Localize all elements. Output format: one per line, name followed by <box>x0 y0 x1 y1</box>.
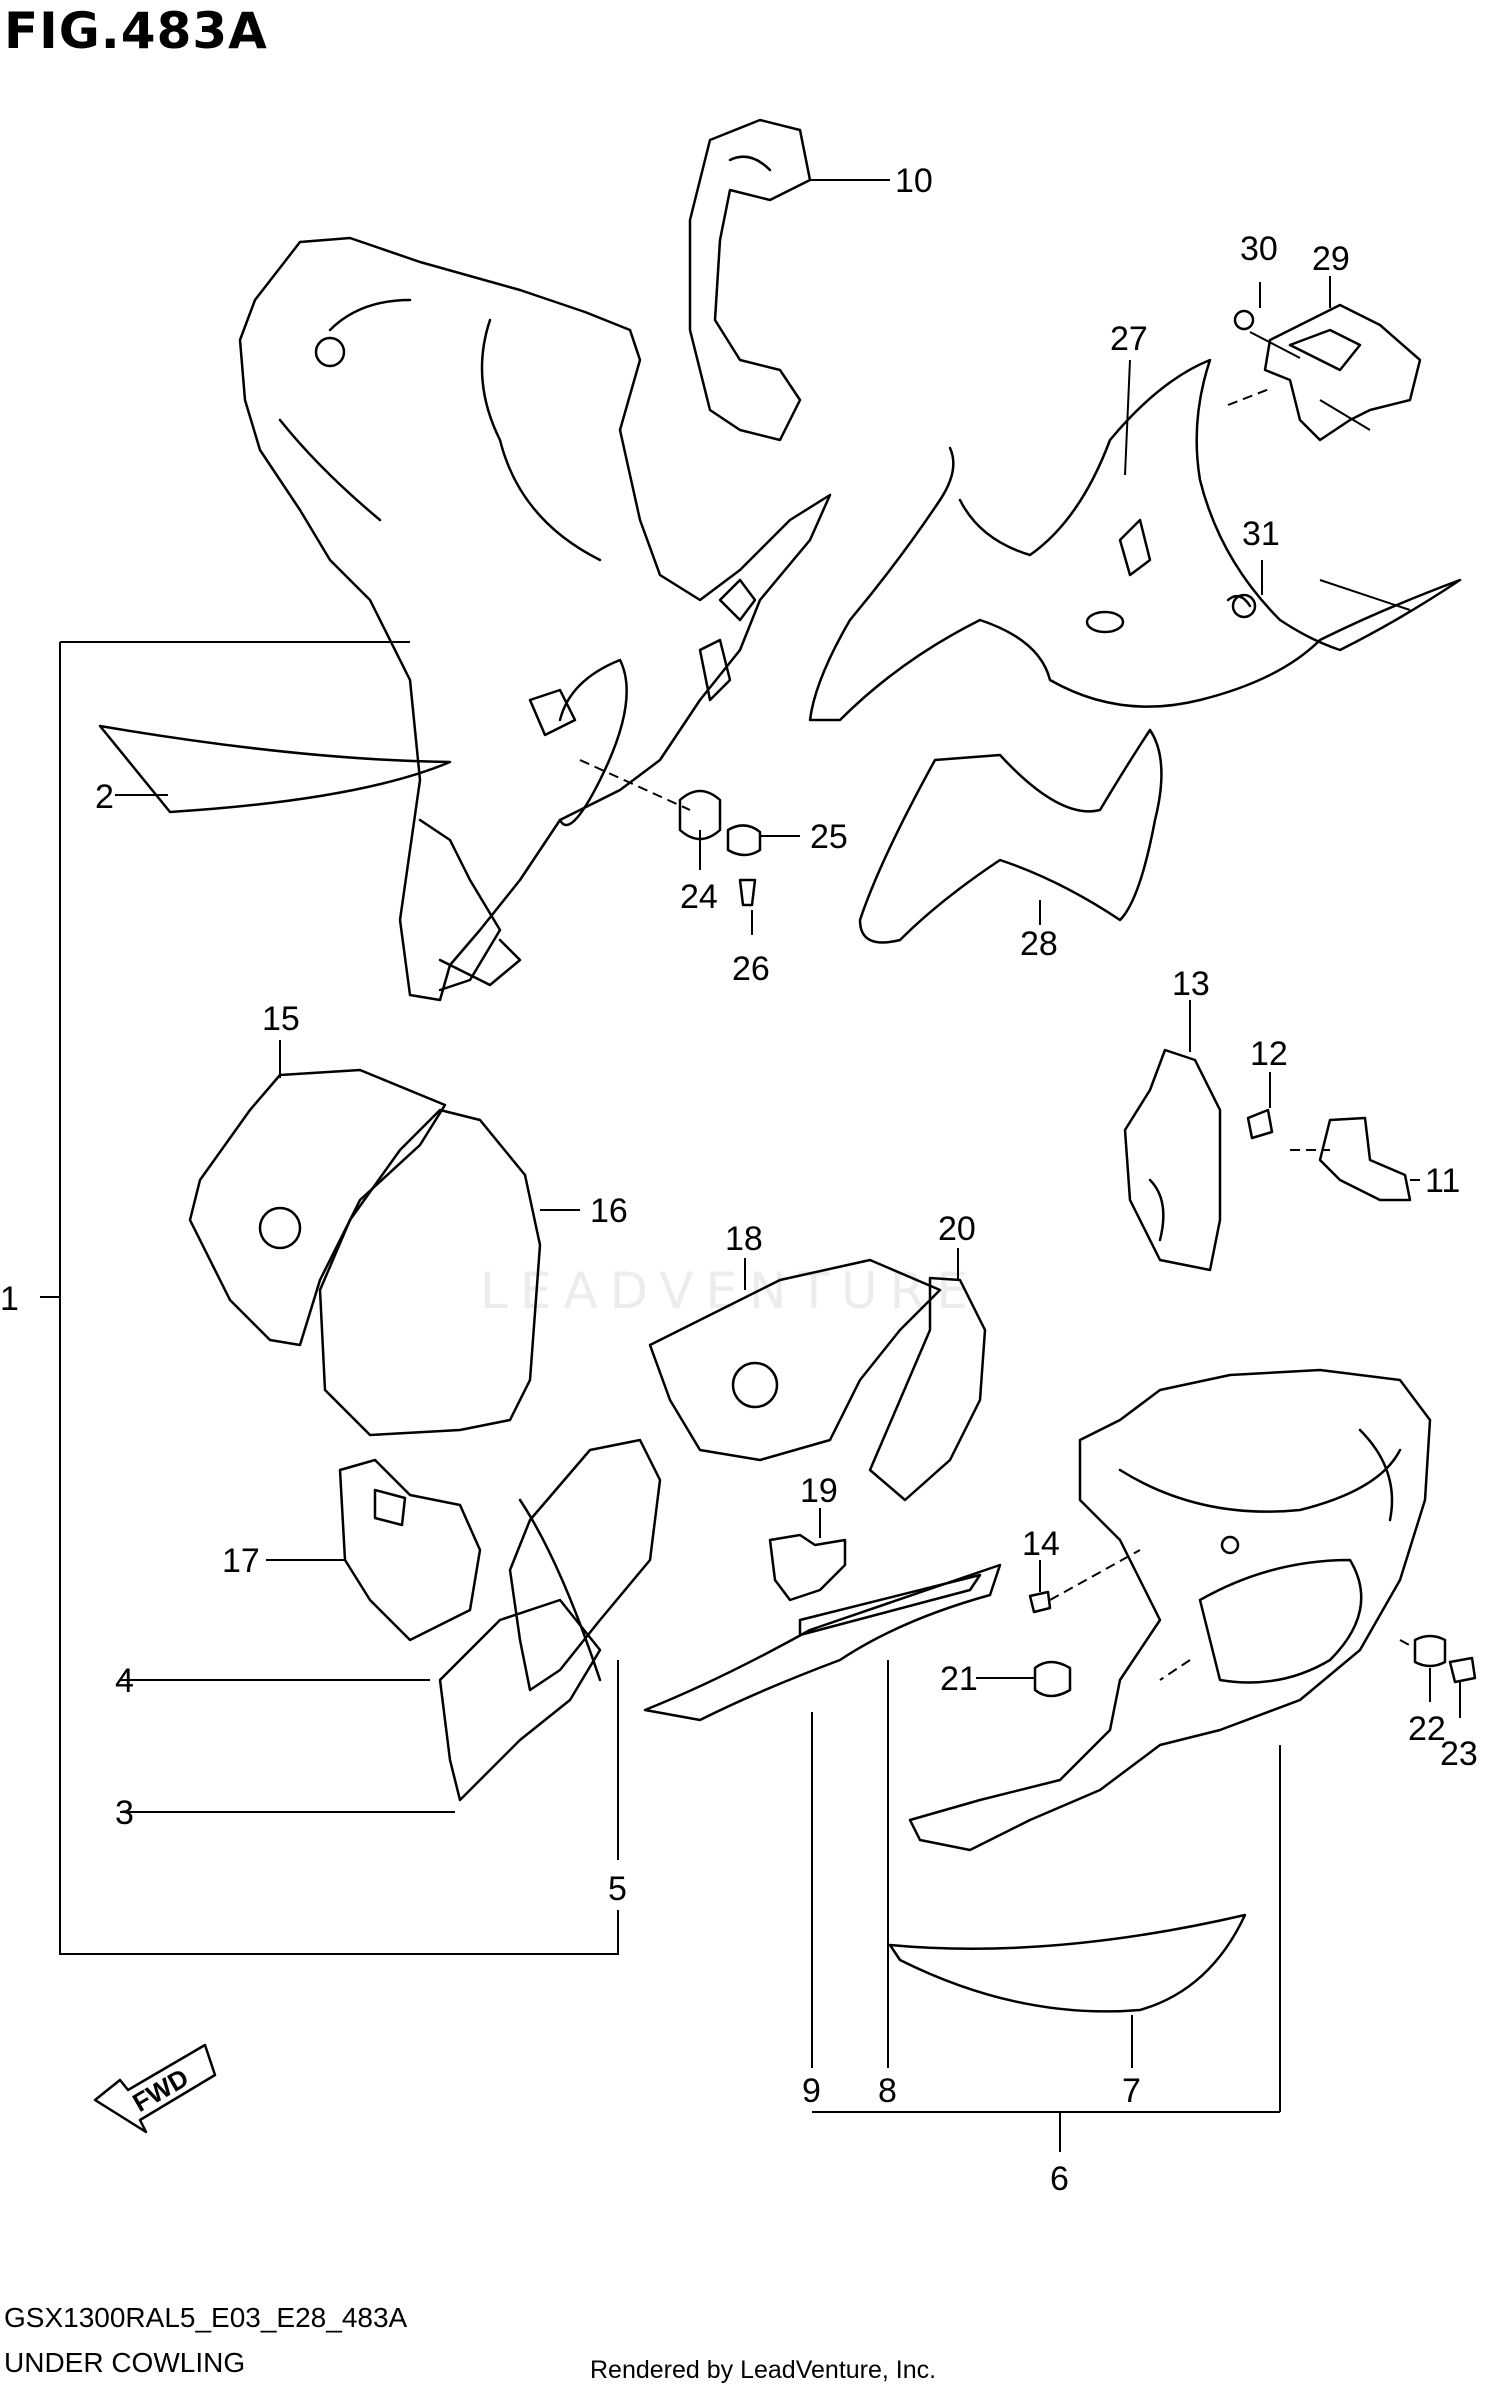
callout-26: 26 <box>732 950 770 988</box>
part-16-shield <box>318 1108 542 1437</box>
part-17-bracket <box>338 1458 482 1642</box>
figure-title: FIG.483A <box>4 2 268 60</box>
part-23-screw <box>1448 1656 1477 1684</box>
part-8-sheet <box>798 1573 982 1637</box>
callout-7: 7 <box>1122 2072 1141 2110</box>
callout-11: 11 <box>1425 1162 1460 1200</box>
callout-8: 8 <box>878 2072 897 2110</box>
callout-21: 21 <box>940 1660 978 1698</box>
part-28-sheet <box>858 728 1163 944</box>
part-15-cover <box>188 1068 447 1347</box>
callout-29: 29 <box>1312 240 1350 278</box>
callout-9: 9 <box>802 2072 821 2110</box>
part-2-trim <box>98 724 452 814</box>
part-11-bracket <box>1318 1116 1412 1202</box>
callout-3: 3 <box>115 1794 134 1832</box>
callout-19: 19 <box>800 1472 838 1510</box>
part-29-bracket <box>1263 303 1422 442</box>
callout-16: 16 <box>590 1192 628 1230</box>
callout-1: 1 <box>0 1280 19 1318</box>
callout-15: 15 <box>262 1000 300 1038</box>
callout-18: 18 <box>725 1220 763 1258</box>
callout-2: 2 <box>95 778 114 816</box>
section-name: UNDER COWLING <box>4 2347 246 2378</box>
part-10-bracket <box>688 118 812 442</box>
part-13-bracket <box>1123 1048 1222 1272</box>
callout-13: 13 <box>1172 965 1210 1003</box>
callout-27: 27 <box>1110 320 1148 358</box>
part-27-panel <box>808 358 1462 722</box>
callout-10: 10 <box>895 162 933 200</box>
callout-25: 25 <box>810 818 848 856</box>
callout-5: 5 <box>608 1870 627 1908</box>
model-code: GSX1300RAL5_E03_E28_483A <box>4 2302 408 2333</box>
part-6-lower-cowling <box>908 1368 1432 1852</box>
part-25-washer <box>726 824 762 857</box>
part-24-grommet <box>678 789 722 841</box>
render-credit: Rendered by LeadVenture, Inc. <box>590 2356 937 2384</box>
part-4-sheet <box>508 1438 662 1692</box>
part-9-sheet <box>643 1563 1002 1722</box>
part-inner-cowling <box>238 236 832 1002</box>
callout-4: 4 <box>115 1662 134 1700</box>
part-14-screw <box>1028 1590 1052 1614</box>
callout-12: 12 <box>1250 1035 1288 1073</box>
part-20-strip <box>868 1276 987 1502</box>
part-19-clip <box>768 1533 847 1602</box>
part-21-grommet <box>1033 1660 1072 1698</box>
part-22-grommet <box>1413 1634 1447 1668</box>
callout-22: 22 <box>1408 1710 1446 1748</box>
callout-6: 6 <box>1050 2160 1069 2198</box>
callout-14: 14 <box>1022 1525 1060 1563</box>
part-18-cover <box>648 1258 942 1462</box>
callout-24: 24 <box>680 878 718 916</box>
callout-23: 23 <box>1440 1735 1478 1773</box>
callout-20: 20 <box>938 1210 976 1248</box>
fwd-arrow <box>93 2043 217 2134</box>
part-12-bolt <box>1246 1108 1274 1140</box>
callout-17: 17 <box>222 1542 260 1580</box>
callout-28: 28 <box>1020 925 1058 963</box>
callout-31: 31 <box>1242 515 1280 553</box>
part-7-trim <box>888 1913 1247 2013</box>
callout-30: 30 <box>1240 230 1278 268</box>
part-3-sheet <box>438 1598 602 1802</box>
watermark: LEADVENTURE <box>480 1262 980 1320</box>
part-26-screw <box>738 878 757 907</box>
